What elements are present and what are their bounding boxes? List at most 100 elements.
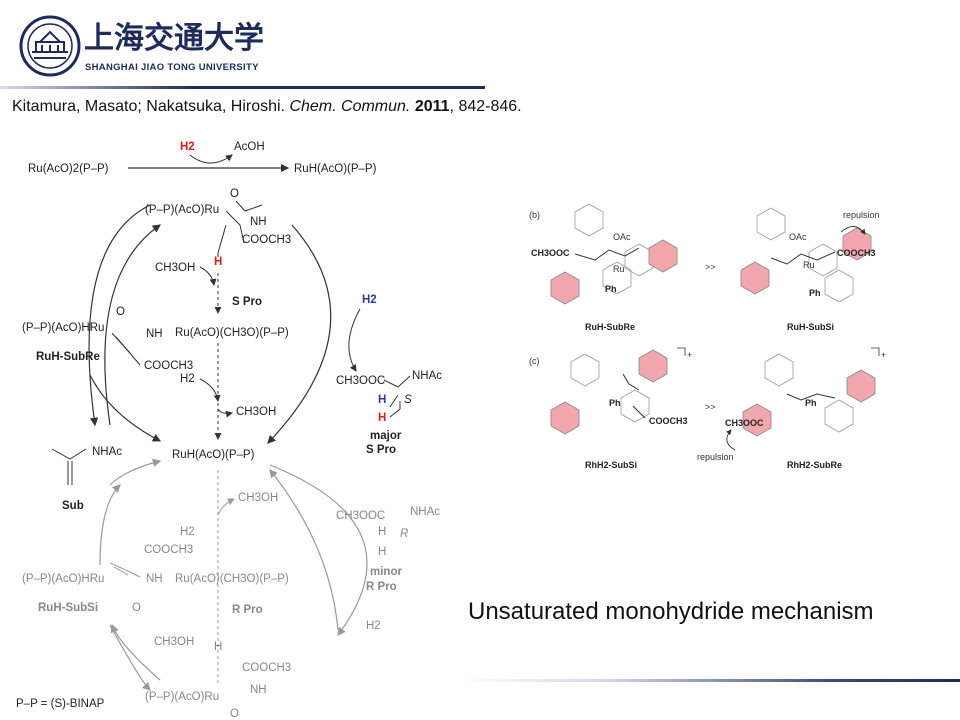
ruh-sub-re-label: RuH-SubRe: [36, 351, 100, 363]
pink-ring-c1-right: [638, 349, 668, 383]
footer-rule: [460, 679, 960, 682]
bottom-o: O: [230, 708, 239, 720]
int-o: O: [230, 188, 239, 200]
s-pro-1: S Pro: [232, 296, 262, 308]
lower-cooch3: COOCH3: [144, 544, 193, 556]
ruh-sub-si-nh: NH: [146, 573, 163, 585]
c2-ch3ooc: CH3OOC: [725, 418, 764, 428]
h2-top: H2: [180, 141, 195, 153]
catalyst-top: RuH(AcO)(P–P): [294, 163, 377, 175]
pink-ring-c2-right: [846, 369, 876, 403]
ruh-sub-re-cooch3: COOCH3: [144, 360, 193, 372]
b2-ru: Ru: [803, 260, 815, 270]
pink-ring-c1-left: [550, 401, 580, 435]
panel-b: (b) CH3OOC OAc Ru Ph RuH-SubRe >> repuls…: [529, 203, 880, 332]
ruh-sub-si-o: O: [132, 602, 141, 614]
ruh-sub-si: (P–P)(AcO)HRu: [22, 573, 104, 585]
acoh: AcOH: [234, 141, 265, 153]
c1-label: RhH2-SubSi: [585, 460, 637, 470]
c2-label: RhH2-SubRe: [787, 460, 842, 470]
product-s-h1: H: [378, 394, 386, 406]
int-cooch3: COOCH3: [242, 234, 291, 246]
panel-c: (c) + Ph COOCH3 RhH2-SubSi >> + CH3OOC P…: [529, 347, 886, 470]
int-nh: NH: [250, 216, 267, 228]
lower-h: H: [214, 641, 222, 653]
b2-oac: OAc: [789, 232, 807, 242]
b2-repulsion: repulsion: [843, 210, 880, 220]
b1-ch3ooc: CH3OOC: [531, 248, 570, 258]
ruh-sub-re-o: O: [116, 306, 125, 318]
b1-label: RuH-SubRe: [585, 322, 635, 332]
ru-meo-upper: Ru(AcO)(CH3O)(P–P): [175, 327, 289, 339]
bottom-cooch3: COOCH3: [242, 662, 291, 674]
c2-ph: Ph: [805, 398, 817, 408]
ch3oh-3: CH3OH: [238, 492, 278, 504]
c2-repulsion: repulsion: [697, 452, 734, 462]
b2-ph: Ph: [809, 288, 821, 298]
pink-ring-b1-left: [550, 271, 580, 305]
citation: Kitamura, Masato; Nakatsuka, Hiroshi. Ch…: [12, 98, 522, 116]
panel-b-label: (b): [529, 210, 540, 220]
citation-year: 2011: [414, 98, 450, 115]
sub-label: Sub: [62, 500, 84, 512]
center-catalyst: RuH(AcO)(P–P): [172, 449, 255, 461]
citation-pages: , 842-846.: [449, 98, 522, 115]
bottom-nh: NH: [250, 684, 267, 696]
c1-cooch3: COOCH3: [649, 416, 688, 426]
pink-ring-c2-left: [742, 403, 772, 437]
h2-lower-right: H2: [366, 620, 381, 632]
logo-chinese-name: 上海交通大学: [84, 21, 264, 55]
logo-english-name: SHANGHAI JIAO TONG UNIVERSITY: [85, 62, 259, 73]
mechanism-caption: Unsaturated monohydride mechanism: [468, 598, 874, 625]
citation-authors: Kitamura, Masato; Nakatsuka, Hiroshi.: [12, 98, 285, 115]
product-r-nhac: NHAc: [410, 506, 440, 518]
ch3oh-4: CH3OH: [154, 636, 194, 648]
b2-cooch3: COOCH3: [837, 248, 876, 258]
r-pro-1: R Pro: [232, 604, 263, 616]
c1-ph: Ph: [609, 398, 621, 408]
citation-journal: Chem. Commun.: [289, 98, 411, 115]
header-rule: [0, 86, 485, 89]
panel-c-label: (c): [529, 356, 540, 366]
h2-upper: H2: [180, 373, 195, 385]
h2-right: H2: [362, 294, 377, 306]
product-s-nhac: NHAc: [412, 370, 442, 382]
pink-ring-b2-left: [740, 261, 770, 295]
product-s-s: S: [404, 394, 412, 406]
major-s-pro: S Pro: [366, 444, 396, 456]
pink-ring-b2-right: [842, 227, 872, 261]
precatalyst: Ru(AcO)2(P–P): [28, 163, 109, 175]
catalytic-cycle-scheme: Ru(AcO)2(P–P) H2 AcOH RuH(AcO)(P–P) (P–P…: [16, 141, 442, 720]
b1-oac: OAc: [613, 232, 631, 242]
pink-ring-b1-right: [648, 239, 678, 273]
minor-r-pro: R Pro: [366, 581, 397, 593]
ch3oh-1: CH3OH: [155, 262, 195, 274]
h2-lower: H2: [180, 526, 195, 538]
int-h: H: [214, 256, 222, 268]
b2-label: RuH-SubSi: [787, 322, 834, 332]
c-gtgt: >>: [705, 402, 716, 412]
b1-ru: Ru: [613, 264, 625, 274]
product-r-h2: H: [378, 546, 386, 558]
product-r-h1: H: [378, 526, 386, 538]
product-s-h2: H: [378, 412, 386, 424]
ruh-sub-re-nh: NH: [146, 328, 163, 340]
substrate-nhac: NHAc: [92, 446, 122, 458]
b1-ph: Ph: [605, 284, 617, 294]
stereo-model-scheme: (b) CH3OOC OAc Ru Ph RuH-SubRe >> repuls…: [529, 203, 886, 470]
product-s-ester: CH3OOC: [336, 375, 385, 387]
int-re-top: (P–P)(AcO)Ru: [145, 204, 219, 216]
ruh-sub-re: (P–P)(AcO)HRu: [22, 322, 104, 334]
c2-plus: +: [881, 350, 886, 360]
sjtu-logo: 上海交通大学 SHANGHAI JIAO TONG UNIVERSITY: [19, 15, 264, 77]
ch3oh-2: CH3OH: [236, 406, 276, 418]
c1-plus: +: [687, 350, 692, 360]
university-seal-icon: [19, 15, 81, 77]
ruh-sub-si-label: RuH-SubSi: [38, 602, 98, 614]
minor-label: minor: [370, 566, 402, 578]
bottom-complex: (P–P)(AcO)Ru: [145, 691, 219, 703]
binap-definition: P–P = (S)-BINAP: [16, 698, 105, 710]
product-r-r: R: [400, 528, 408, 540]
b-gtgt: >>: [705, 262, 716, 272]
ru-meo-lower: Ru(AcO)(CH3O)(P–P): [175, 573, 289, 585]
